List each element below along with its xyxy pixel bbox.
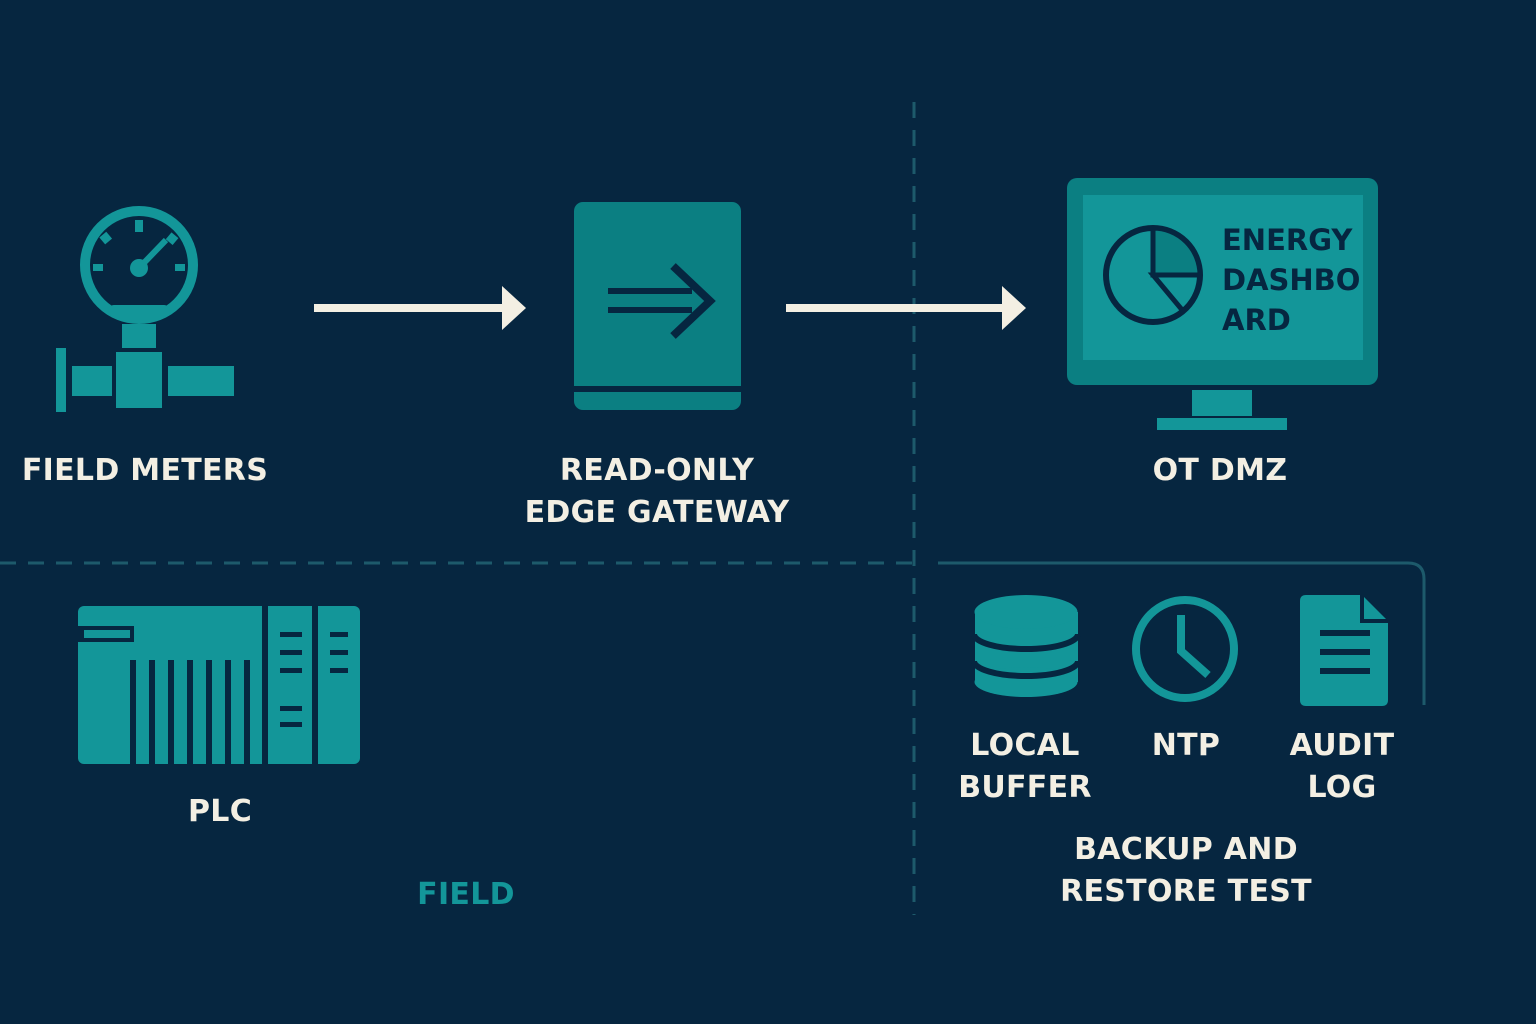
dashboard-title-line-2: DASHBO (1222, 263, 1360, 297)
gateway-arrow-icon (574, 202, 741, 410)
document-icon (1300, 595, 1388, 706)
field-meters-label: FIELD METERS (21, 453, 269, 488)
arrow-gateway-to-dmz (786, 286, 1026, 330)
edge-gateway-label: READ-ONLY EDGE GATEWAY (524, 453, 790, 530)
dashboard-title-line-3: ARD (1222, 303, 1291, 337)
pressure-gauge-icon (56, 206, 234, 412)
database-icon (971, 595, 1081, 697)
clock-icon (1132, 596, 1238, 702)
field-zone-label: FIELD (417, 877, 515, 912)
monitor-icon: ENERGY DASHBO ARD (1067, 178, 1378, 430)
plc-label: PLC (187, 794, 253, 829)
pie-chart-icon (1103, 225, 1203, 325)
audit-log-label: AUDIT LOG (1289, 728, 1395, 805)
local-buffer-label: LOCAL BUFFER (958, 728, 1092, 805)
arrow-meters-to-gateway (314, 286, 526, 330)
zone-dividers (0, 102, 1426, 915)
ntp-label: NTP (1151, 728, 1221, 763)
backup-zone-border (938, 561, 1426, 705)
backup-restore-label: BACKUP AND RESTORE TEST (1060, 832, 1312, 909)
plc-rack-icon (78, 606, 360, 764)
dashboard-title-line-1: ENERGY (1222, 223, 1353, 257)
ot-dmz-label: OT DMZ (1152, 453, 1288, 488)
